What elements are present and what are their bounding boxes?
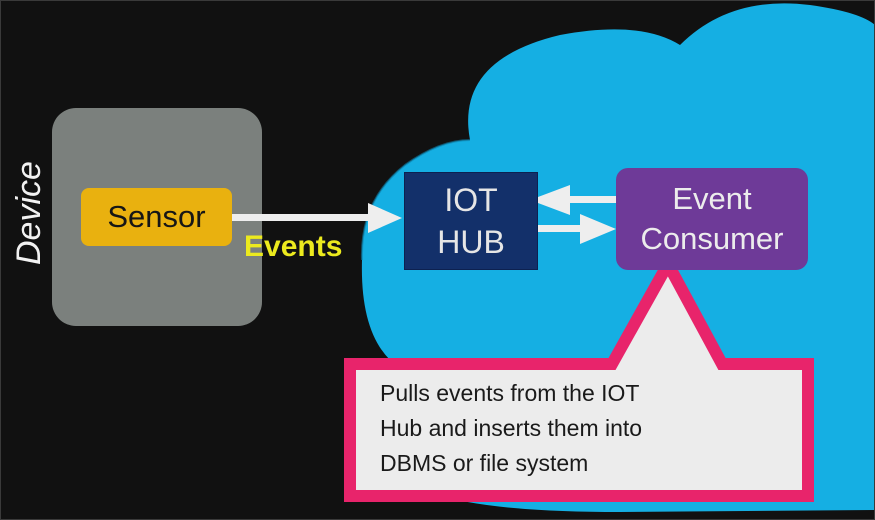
- sensor-node: Sensor: [81, 188, 232, 246]
- event-consumer-line1: Event: [672, 181, 752, 216]
- callout-line: Pulls events from the IOT: [380, 380, 640, 406]
- iot-hub-node: IOT HUB: [404, 172, 538, 270]
- callout-line: DBMS or file system: [380, 450, 589, 476]
- events-edge-label: Events: [244, 230, 343, 263]
- event-consumer-line2: Consumer: [640, 221, 784, 256]
- callout-text: Pulls events from the IOT Hub and insert…: [380, 376, 780, 481]
- sensor-label: Sensor: [107, 199, 206, 234]
- callout-line: Hub and inserts them into: [380, 415, 643, 441]
- event-consumer-node: Event Consumer: [616, 168, 808, 270]
- iot-hub-line1: IOT: [444, 182, 498, 218]
- iot-hub-line2: HUB: [437, 224, 505, 260]
